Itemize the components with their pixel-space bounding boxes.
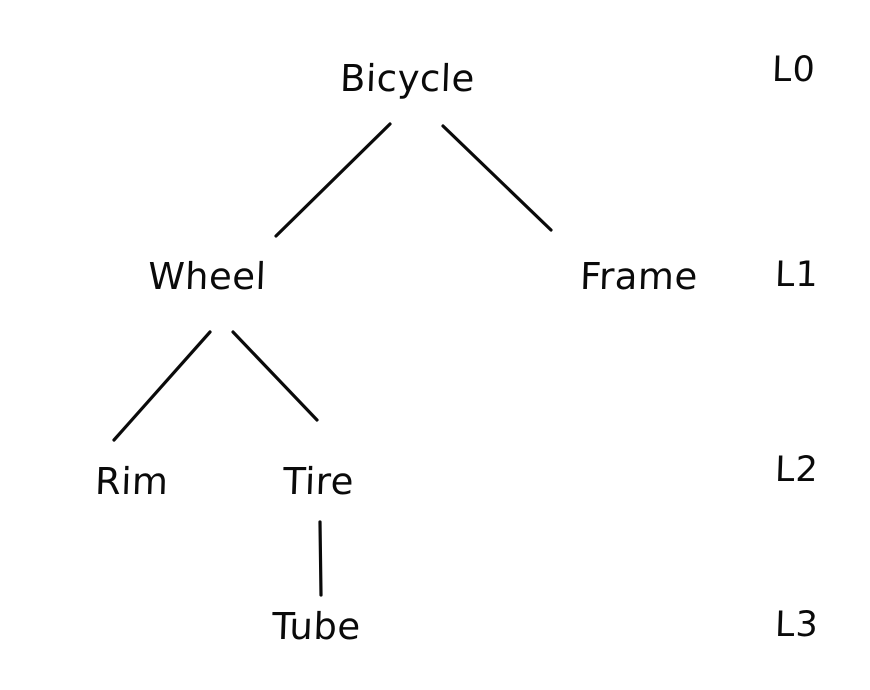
node-bicycle: Bicycle bbox=[339, 57, 476, 100]
node-frame: Frame bbox=[579, 255, 699, 298]
level-label-l0: L0 bbox=[771, 50, 817, 90]
edge-bicycle-wheel bbox=[274, 122, 392, 238]
node-tire: Tire bbox=[282, 460, 355, 503]
level-label-l3: L3 bbox=[774, 605, 820, 645]
edge-bicycle-frame bbox=[441, 124, 553, 232]
level-label-l1: L1 bbox=[774, 255, 820, 295]
edge-wheel-rim bbox=[112, 330, 212, 442]
level-label-l2: L2 bbox=[774, 450, 820, 490]
node-wheel: Wheel bbox=[147, 255, 268, 298]
edge-wheel-tire bbox=[231, 330, 319, 422]
edge-tire-tube bbox=[318, 520, 323, 597]
node-tube: Tube bbox=[271, 605, 362, 648]
node-rim: Rim bbox=[94, 460, 170, 503]
